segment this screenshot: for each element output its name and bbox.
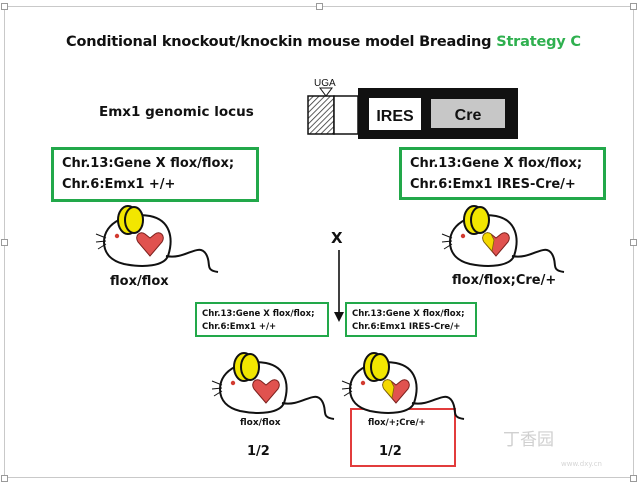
offspring-left-genotype-box: Chr.13:Gene X flox/flox; Chr.6:Emx1 +/+: [195, 302, 329, 337]
mouse-icon: [95, 205, 219, 273]
exon-white: [333, 95, 359, 135]
resize-handle-top-right[interactable]: [630, 3, 637, 10]
offspring-right-ratio: 1/2: [379, 444, 402, 459]
parent-left-label: flox/flox: [110, 274, 169, 289]
heart-icon: [252, 379, 280, 404]
locus-label: Emx1 genomic locus: [99, 104, 254, 120]
parent-right-genotype-box: Chr.13:Gene X flox/flox; Chr.6:Emx1 IRES…: [399, 147, 606, 200]
mouse-icon: [211, 352, 335, 420]
genotype-line: Chr.6:Emx1 +/+: [62, 177, 176, 192]
cre-box: [431, 99, 505, 128]
offspring-left-label: flox/flox: [240, 418, 281, 428]
offspring-right-genotype-box: Chr.13:Gene X flox/flox; Chr.6:Emx1 IRES…: [345, 302, 477, 337]
mouse-eye: [114, 233, 120, 239]
genotype-line: Chr.6:Emx1 IRES-Cre/+: [410, 177, 576, 192]
watermark-url: www.dxy.cn: [561, 460, 602, 468]
mouse-eye: [230, 380, 236, 386]
mouse-icon: [441, 205, 565, 273]
mouse-offspring-left: [211, 352, 335, 420]
resize-handle-top-center[interactable]: [316, 3, 323, 10]
mouse-eye: [360, 380, 366, 386]
genotype-line: Chr.6:Emx1 +/+: [202, 322, 277, 332]
mouse-parent-right: [441, 205, 565, 273]
ires-box: [369, 98, 421, 130]
uga-label: UGA: [314, 78, 336, 89]
offspring-right-label: flox/+;Cre/+: [368, 418, 426, 428]
yellow-heart-half-icon: [482, 232, 495, 252]
slide-title: Conditional knockout/knockin mouse model…: [66, 34, 581, 50]
cross-arrow: [334, 250, 344, 322]
yellow-heart-half-icon: [382, 379, 395, 399]
exon-hatched: [307, 95, 335, 135]
resize-handle-top-left[interactable]: [1, 3, 8, 10]
offspring-left-ratio: 1/2: [247, 444, 270, 459]
emx1-locus-diagram: IRES Cre UGA: [307, 78, 518, 139]
title-main: Conditional knockout/knockin mouse model…: [66, 34, 492, 50]
mouse-offspring-right: [341, 352, 465, 420]
genotype-line: Chr.13:Gene X flox/flox;: [202, 309, 315, 319]
genotype-line: Chr.13:Gene X flox/flox;: [352, 309, 465, 319]
resize-handle-bottom-right[interactable]: [630, 475, 637, 482]
genotype-line: Chr.6:Emx1 IRES-Cre/+: [352, 322, 461, 332]
watermark-logo: 丁香园: [503, 430, 554, 450]
cre-label: Cre: [455, 107, 482, 124]
uga-marker: [319, 87, 333, 97]
heart-icon: [136, 232, 164, 257]
resize-handle-middle-left[interactable]: [1, 239, 8, 246]
ires-label: IRES: [376, 108, 414, 125]
mouse-icon: [341, 352, 465, 420]
parent-left-genotype-box: Chr.13:Gene X flox/flox; Chr.6:Emx1 +/+: [51, 147, 259, 202]
genotype-line: Chr.13:Gene X flox/flox;: [410, 156, 583, 171]
resize-handle-bottom-left[interactable]: [1, 475, 8, 482]
cross-symbol: X: [331, 229, 343, 247]
genotype-line: Chr.13:Gene X flox/flox;: [62, 156, 235, 171]
title-strategy: Strategy C: [496, 34, 581, 50]
parent-right-label: flox/flox;Cre/+: [452, 273, 557, 288]
mouse-parent-left: [95, 205, 219, 273]
resize-handle-middle-right[interactable]: [630, 239, 637, 246]
mouse-eye: [460, 233, 466, 239]
